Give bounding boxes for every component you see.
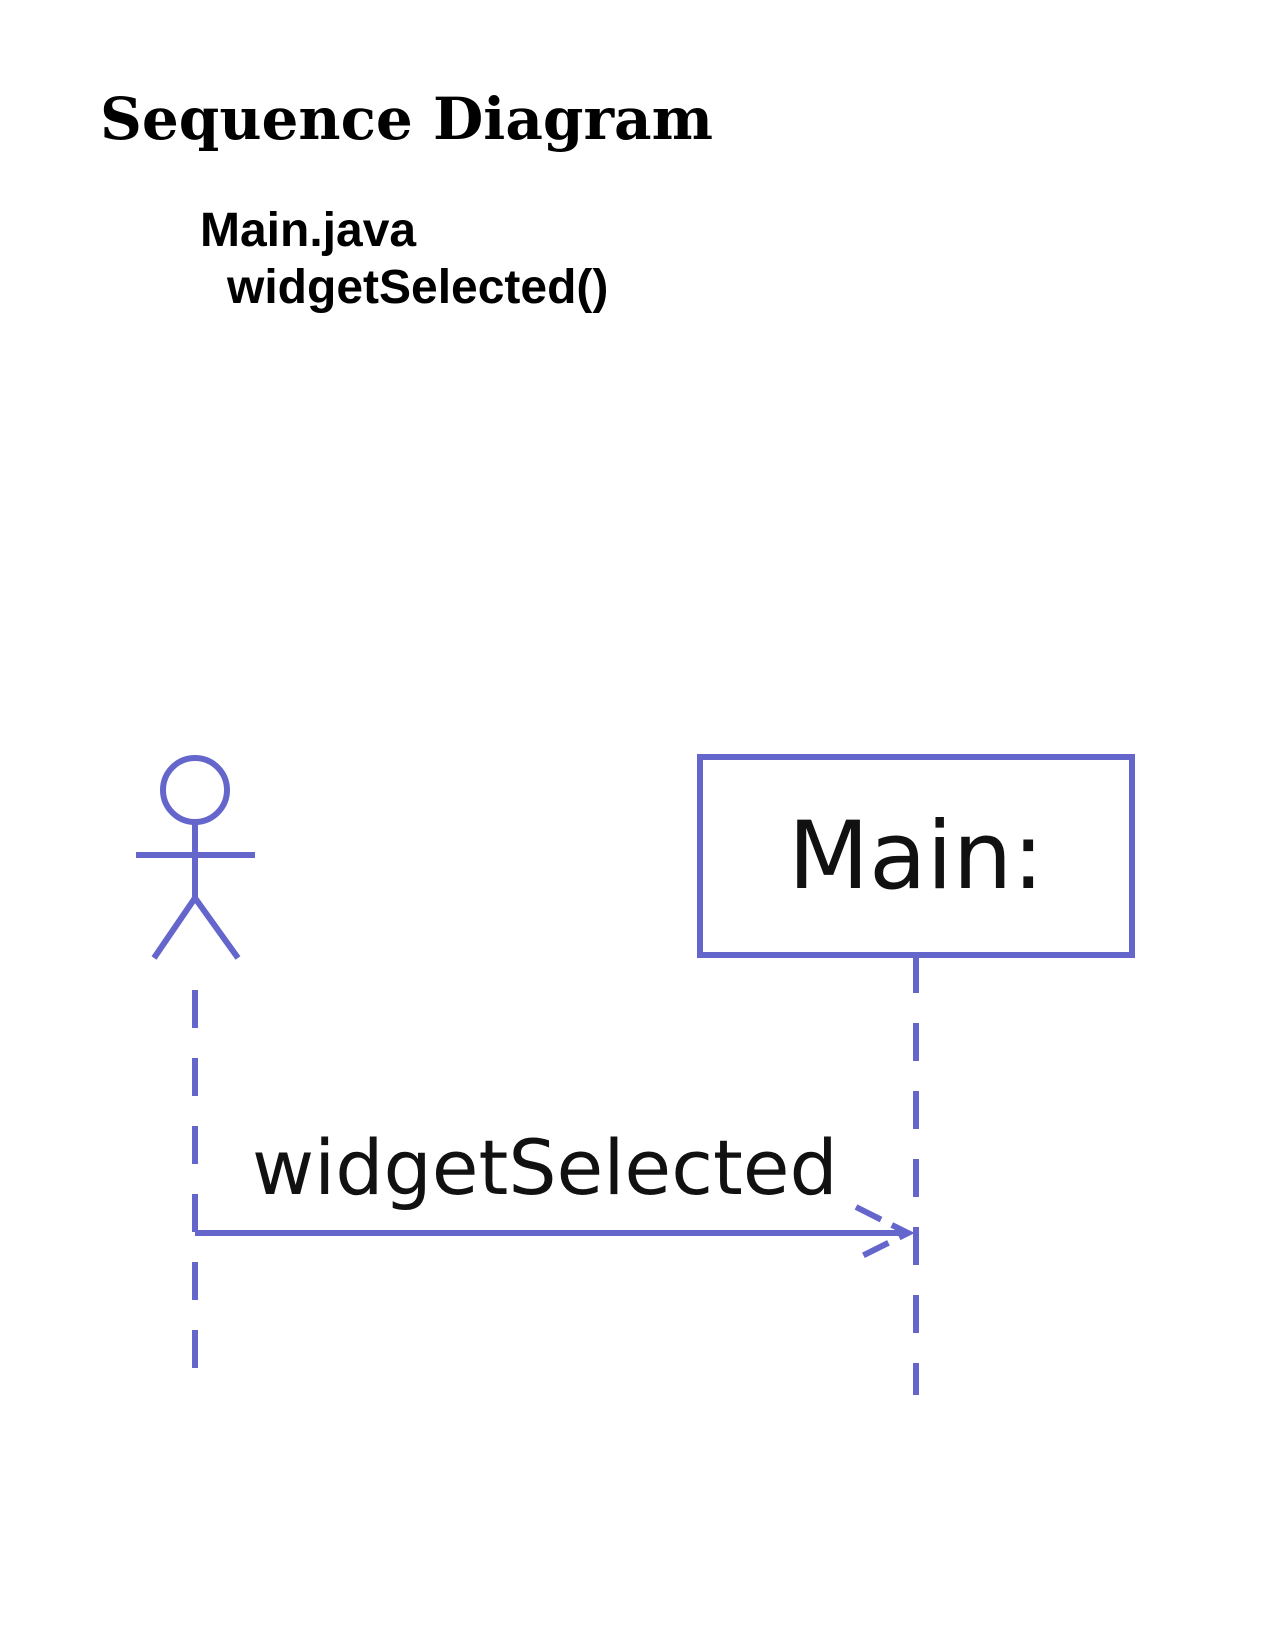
source-file-label: Main.java: [200, 204, 417, 257]
actor-stick-figure-icon: [136, 755, 255, 960]
message-label: widgetSelected: [252, 1123, 838, 1212]
method-name-label: widgetSelected(): [227, 261, 609, 314]
message-arrowhead-icon: [854, 1204, 915, 1262]
lifeline-box-main: [697, 754, 1135, 958]
actor-left-leg: [151, 896, 198, 960]
lifeline-label-main: Main:: [788, 802, 1044, 911]
page-title: Sequence Diagram: [100, 85, 713, 153]
actor-head: [160, 755, 230, 825]
actor-right-leg: [192, 896, 241, 960]
